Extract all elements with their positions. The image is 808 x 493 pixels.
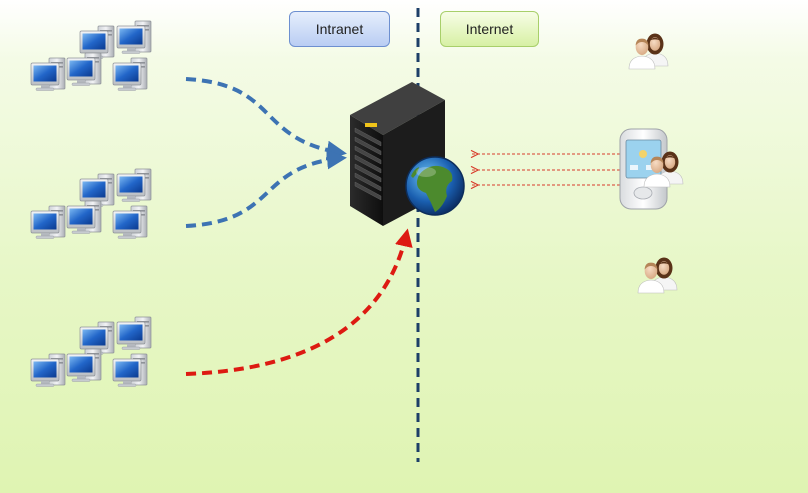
- link-workstations-1-to-server: [185, 77, 347, 161]
- link-workstations-3-to-server: [185, 228, 413, 376]
- internet-label: Internet: [440, 11, 539, 47]
- user-group-3: [638, 258, 677, 294]
- workstation-group-3: [31, 317, 151, 387]
- intranet-label: Intranet: [289, 11, 390, 47]
- workstation-group-1: [31, 21, 151, 91]
- user-group-1: [629, 34, 668, 70]
- globe-icon: [405, 156, 465, 216]
- workstation-group-2: [31, 169, 151, 239]
- link-workstations-2-to-server: [185, 149, 347, 228]
